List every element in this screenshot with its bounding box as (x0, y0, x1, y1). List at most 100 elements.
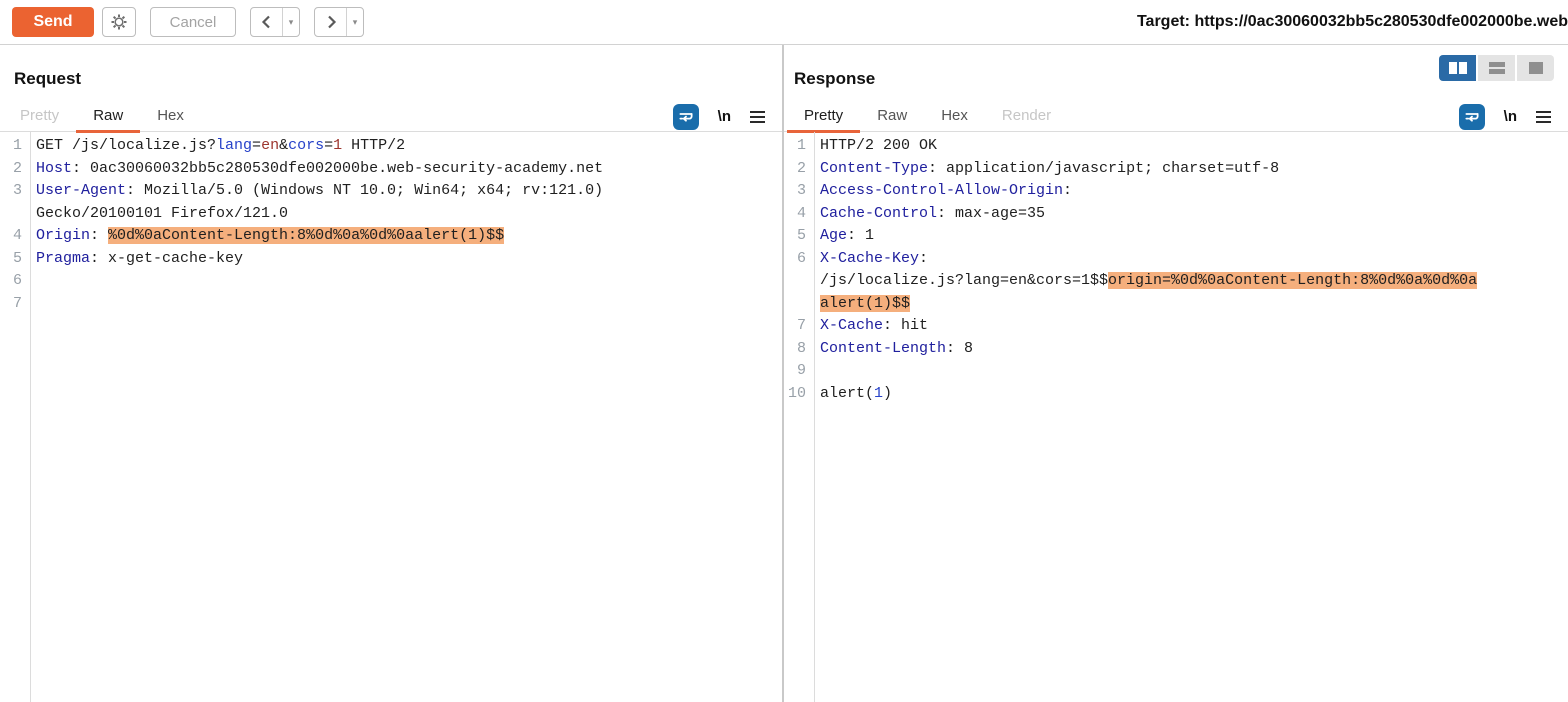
panel-resize-divider[interactable] (782, 45, 784, 702)
tab-pretty[interactable]: Pretty (787, 102, 861, 133)
code-line: 3 User-Agent: Mozilla/5.0 (Windows NT 10.… (0, 180, 782, 203)
code-line: 10 alert(1) (784, 383, 1568, 406)
line-number: 7 (796, 317, 806, 334)
line-content: X-Cache-Key: (820, 249, 929, 267)
forward-dropdown-caret-icon[interactable]: ▾ (346, 8, 363, 36)
line-content: GET /js/localize.js?lang=en&cors=1 HTTP/… (36, 137, 406, 154)
line-content: Host: 0ac30060032bb5c280530dfe002000be.w… (36, 159, 604, 177)
line-content: Age: 1 (820, 227, 875, 244)
tab-hex[interactable]: Hex (941, 106, 968, 124)
line-content: Gecko/20100101 Firefox/121.0 (36, 204, 289, 222)
tab-render[interactable]: Render (1001, 106, 1052, 124)
line-number: 2 (12, 159, 22, 177)
soft-wrap-button[interactable] (672, 103, 699, 130)
line-number: 10 (787, 384, 806, 402)
line-number (784, 293, 814, 316)
line-number: 6 (796, 249, 806, 267)
line-number: 7 (12, 294, 22, 312)
soft-wrap-button[interactable] (1458, 103, 1485, 130)
line-number: 2 (796, 159, 806, 177)
tab-hex[interactable]: Hex (157, 106, 184, 124)
single-layout-icon (1528, 62, 1543, 74)
code-line: 4 Cache-Control: max-age=35 (784, 203, 1568, 226)
code-line: Gecko/20100101 Firefox/121.0 (0, 203, 782, 226)
request-tabbar: Pretty Raw Hex \n (0, 102, 782, 133)
history-forward-button[interactable]: ▾ (314, 7, 364, 37)
columns-layout-button[interactable] (1439, 55, 1476, 81)
rows-layout-button[interactable] (1478, 55, 1515, 81)
code-line: 5 Pragma: x-get-cache-key (0, 248, 782, 271)
request-response-split: Request Pretty Raw Hex \n (0, 45, 1568, 702)
request-editor[interactable]: 1 GET /js/localize.js?lang=en&cors=1 HTTP… (0, 132, 782, 702)
line-number (784, 270, 814, 293)
single-layout-button[interactable] (1517, 55, 1554, 81)
layout-toggle-group (1439, 55, 1554, 81)
code-line: 3 Access-Control-Allow-Origin: (784, 180, 1568, 203)
line-number (0, 203, 30, 226)
repeater-toolbar: Send Cancel ▾ ▾ Target: https://0ac3 (0, 0, 1568, 45)
line-content: Content-Type: application/javascript; ch… (820, 159, 1280, 177)
line-content: X-Cache: hit (820, 317, 929, 334)
target-url-label: Target: https://0ac30060032bb5c280530dfe… (1136, 13, 1568, 30)
code-line: 4 Origin: %0d%0aContent-Length:8%0d%0a%0d… (0, 225, 782, 248)
line-content: User-Agent: Mozilla/5.0 (Windows NT 10.0… (36, 182, 604, 199)
soft-wrap-icon (677, 108, 695, 126)
response-title: Response (794, 69, 876, 88)
history-back-button[interactable]: ▾ (250, 7, 300, 37)
line-content: Cache-Control: max-age=35 (820, 204, 1046, 222)
back-dropdown-caret-icon[interactable]: ▾ (282, 8, 299, 36)
code-line: 6 (0, 270, 782, 293)
hamburger-menu-icon[interactable] (750, 110, 765, 123)
request-panel: Request Pretty Raw Hex \n (0, 45, 782, 702)
code-line: 1 GET /js/localize.js?lang=en&cors=1 HTTP… (0, 135, 782, 158)
columns-layout-icon (1448, 62, 1457, 74)
line-number: 8 (796, 339, 806, 357)
code-line: 2 Content-Type: application/javascript; c… (784, 158, 1568, 181)
line-number: 9 (796, 362, 806, 379)
line-number: 3 (12, 182, 22, 199)
tab-raw[interactable]: Raw (877, 106, 908, 124)
tab-raw[interactable]: Raw (76, 102, 141, 133)
response-tabbar: Pretty Raw Hex Render \n (784, 102, 1568, 133)
line-number: 4 (796, 204, 806, 222)
line-number: 6 (12, 272, 22, 289)
response-panel-header: Response (784, 45, 1568, 102)
code-line: 7 (0, 293, 782, 316)
line-number: 1 (12, 137, 22, 154)
request-panel-header: Request (0, 45, 782, 102)
request-title: Request (14, 69, 82, 88)
line-content: HTTP/2 200 OK (820, 137, 938, 154)
line-content (814, 360, 820, 383)
send-button[interactable]: Send (12, 7, 94, 37)
chevron-right-icon (315, 8, 346, 36)
code-line: 6 X-Cache-Key: (784, 248, 1568, 271)
code-line: 9 (784, 360, 1568, 383)
line-number: 3 (796, 182, 806, 199)
line-content: /js/localize.js?lang=en&cors=1$$origin=%… (820, 272, 1478, 289)
line-number: 5 (12, 249, 22, 267)
line-content (30, 270, 36, 293)
hamburger-menu-icon[interactable] (1536, 110, 1551, 123)
gear-icon (109, 12, 129, 32)
code-line: 7 X-Cache: hit (784, 315, 1568, 338)
cancel-button[interactable]: Cancel (150, 7, 236, 37)
code-line: 2 Host: 0ac30060032bb5c280530dfe002000be.… (0, 158, 782, 181)
code-line: alert(1)$$ (784, 293, 1568, 316)
show-newlines-button[interactable]: \n (717, 108, 731, 125)
line-content (30, 293, 36, 316)
line-content: alert(1) (820, 384, 893, 402)
rows-layout-icon (1488, 62, 1505, 74)
tab-pretty[interactable]: Pretty (20, 106, 60, 124)
request-settings-button[interactable] (102, 7, 136, 37)
line-content: alert(1)$$ (820, 294, 911, 312)
show-newlines-button[interactable]: \n (1503, 108, 1517, 125)
line-content: Origin: %0d%0aContent-Length:8%0d%0a%0d%… (36, 227, 505, 244)
line-number: 4 (12, 227, 22, 244)
response-panel: Response Pretty Raw Hex Render (784, 45, 1568, 702)
line-content: Pragma: x-get-cache-key (36, 249, 244, 267)
line-number: 5 (796, 227, 806, 244)
line-content: Access-Control-Allow-Origin: (820, 182, 1073, 199)
